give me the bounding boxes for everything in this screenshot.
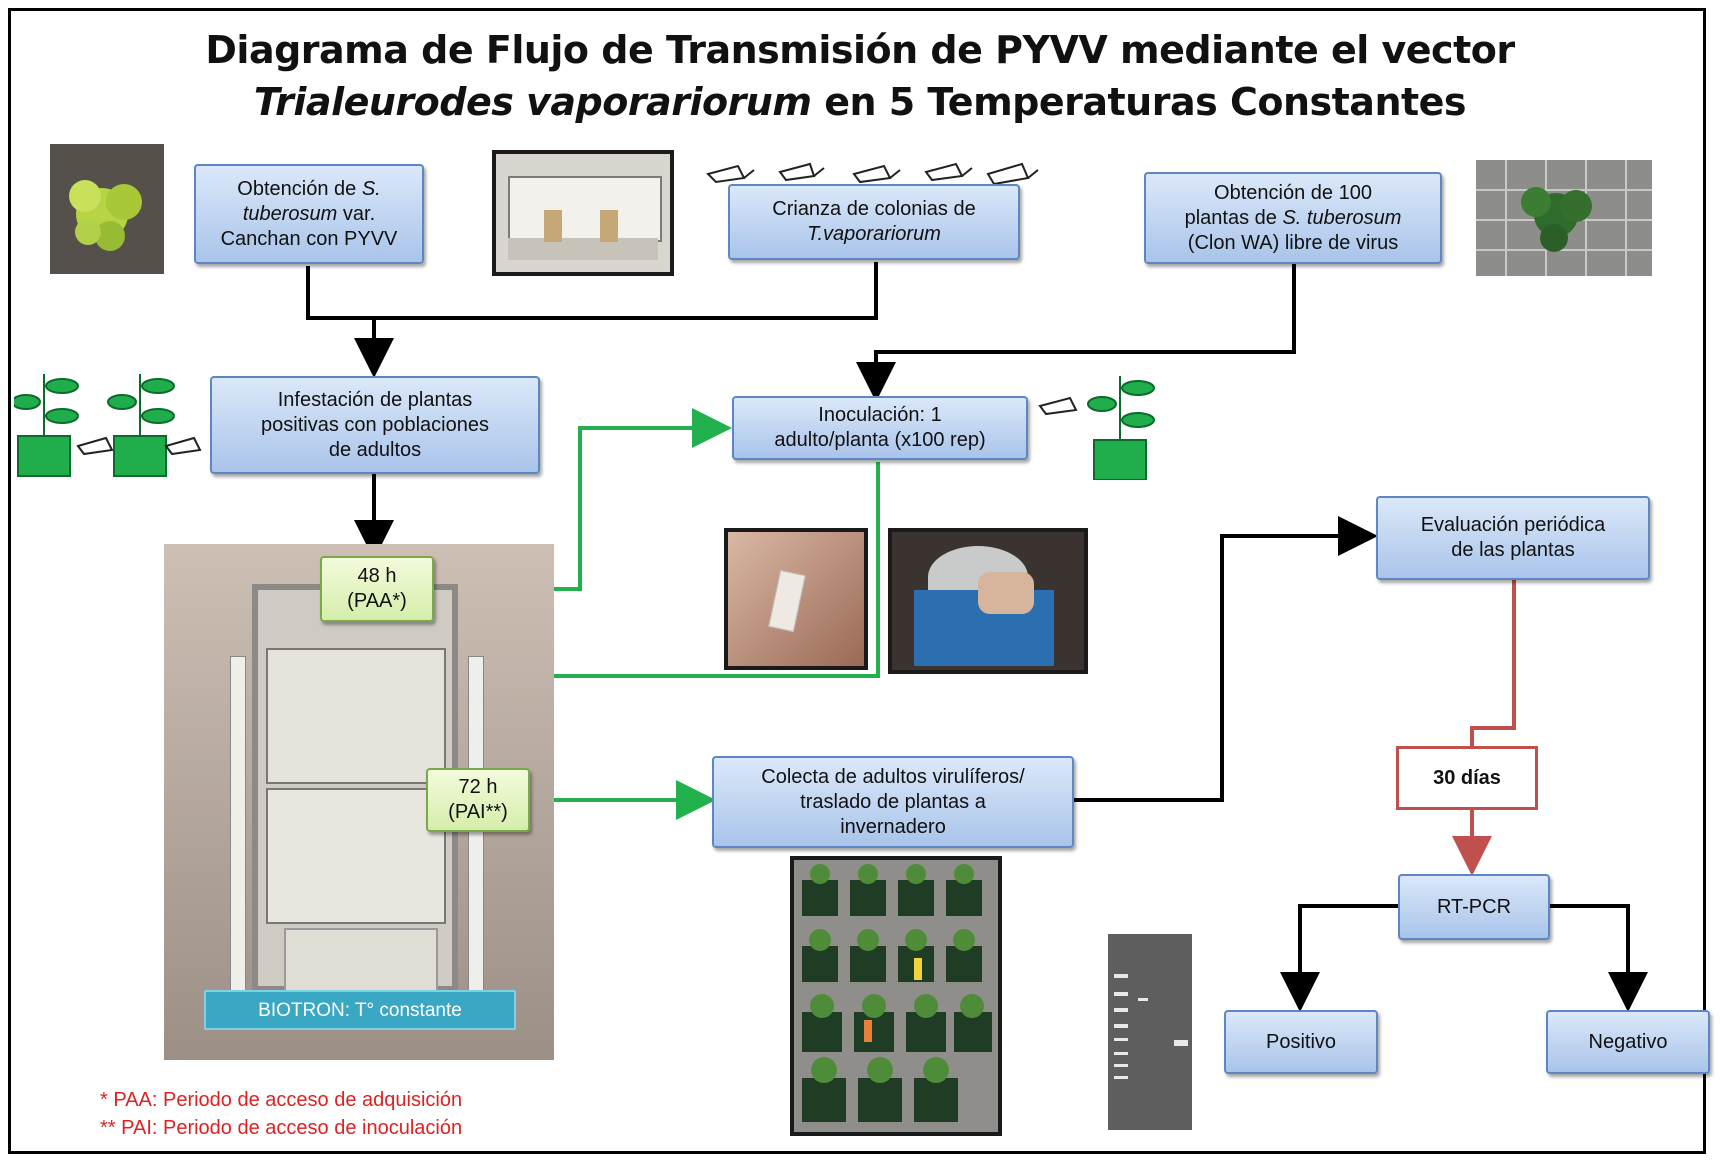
footnote-paa: * PAA: Periodo de acceso de adquisición: [100, 1089, 463, 1111]
box-negativo: Negativo: [1546, 1010, 1710, 1074]
infected-plant-illustration: [69, 180, 142, 251]
greenhouse-pots-illustration: [794, 860, 998, 1132]
connector-canchan: [306, 262, 878, 320]
photo-rearing-cage: [492, 150, 674, 276]
arrow-rtpcr-to-negativo: [1550, 904, 1648, 1012]
diagram-title-line1: Diagrama de Flujo de Transmisión de PYVV…: [205, 28, 1515, 72]
healthy-plant-illustration: [1476, 160, 1652, 276]
biotron-label: BIOTRON: T° constante: [204, 990, 516, 1030]
box-infestacion: Infestación de plantas positivas con pob…: [210, 376, 540, 474]
box-crianza-colonias: Crianza de colonias de T.vaporariorum: [728, 184, 1020, 260]
photo-gel-electrophoresis: [1108, 934, 1192, 1130]
arrow-obtencion100-to-inoculacion: [856, 262, 1296, 402]
box-obtencion-canchan: Obtención de S. tuberosum var. Canchan c…: [194, 164, 424, 264]
box-positivo: Positivo: [1224, 1010, 1378, 1074]
box-rt-pcr: RT-PCR: [1398, 874, 1550, 940]
photo-healthy-plant: [1476, 160, 1652, 276]
photo-greenhouse-pots: [790, 856, 1002, 1136]
photo-biotron-chamber: [164, 544, 554, 1060]
footnotes: * PAA: Periodo de acceso de adquisición …: [100, 1086, 462, 1142]
photo-inoculation-cage: [888, 528, 1088, 674]
title-species: Trialeurodes vaporariorum: [253, 80, 812, 124]
inoculation-plant-icon: [1038, 376, 1155, 480]
diagram-title-line2: Trialeurodes vaporariorum en 5 Temperatu…: [253, 80, 1467, 124]
box-colecta-adultos: Colecta de adultos virulíferos/ traslado…: [712, 756, 1074, 848]
arrow-rtpcr-to-positivo: [1280, 904, 1400, 1012]
box-30-dias: 30 días: [1396, 746, 1538, 810]
box-obtencion-100: Obtención de 100 plantas de S. tuberosum…: [1144, 172, 1442, 264]
box-72h-pai: 72 h (PAI**): [426, 768, 530, 832]
footnote-pai: ** PAI: Periodo de acceso de inoculación: [100, 1117, 463, 1139]
whiteflies-row-icon: [706, 162, 1039, 186]
box-evaluacion-periodica: Evaluación periódica de las plantas: [1376, 496, 1650, 580]
plant-pots-icons: [14, 374, 202, 477]
gel-bands: [1114, 974, 1188, 1079]
photo-finger-vial: [724, 528, 868, 670]
photo-infected-plant: [50, 144, 164, 274]
box-inoculacion: Inoculación: 1 adulto/planta (x100 rep): [732, 396, 1028, 460]
box-48h-paa: 48 h (PAA*): [320, 556, 434, 622]
arrow-evaluacion-to-30dias: [1470, 580, 1516, 746]
arrow-colecta-to-evaluacion: [1074, 516, 1378, 802]
